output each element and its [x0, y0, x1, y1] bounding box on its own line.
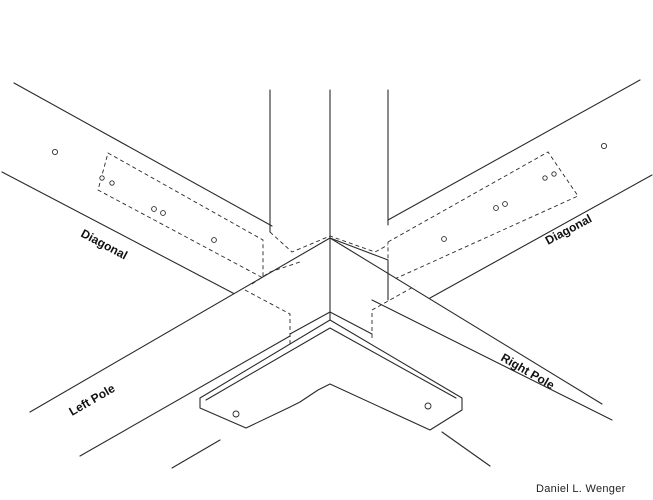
bolt-hole: [51, 148, 59, 156]
artist-signature: Daniel L. Wenger: [536, 483, 626, 495]
bolt-hole: [600, 142, 608, 150]
bolt-hole: [551, 171, 557, 177]
right-diagonal-beam: [387, 79, 653, 299]
bolt-hole: [151, 206, 157, 212]
left-pole: [29, 237, 331, 469]
plate-bolt-hole: [232, 410, 240, 418]
label-diagonal-left: Diagonal: [79, 226, 130, 262]
label-diagonal-right: Diagonal: [543, 211, 594, 247]
left-diagonal-beam: [1, 82, 273, 303]
vertical-post: [269, 89, 389, 253]
bolt-hole: [99, 175, 105, 181]
bolt-hole: [441, 236, 447, 242]
bolt-hole: [211, 237, 217, 243]
bolt-hole: [502, 201, 508, 207]
gusset-plate: [199, 319, 463, 431]
plate-bolt-hole: [424, 402, 432, 410]
bolt-hole: [542, 175, 548, 181]
bolt-hole: [109, 180, 115, 186]
right-pole: [329, 237, 613, 467]
joint-faces: [251, 237, 389, 335]
bolt-hole: [493, 205, 499, 211]
bolt-hole: [160, 210, 166, 216]
